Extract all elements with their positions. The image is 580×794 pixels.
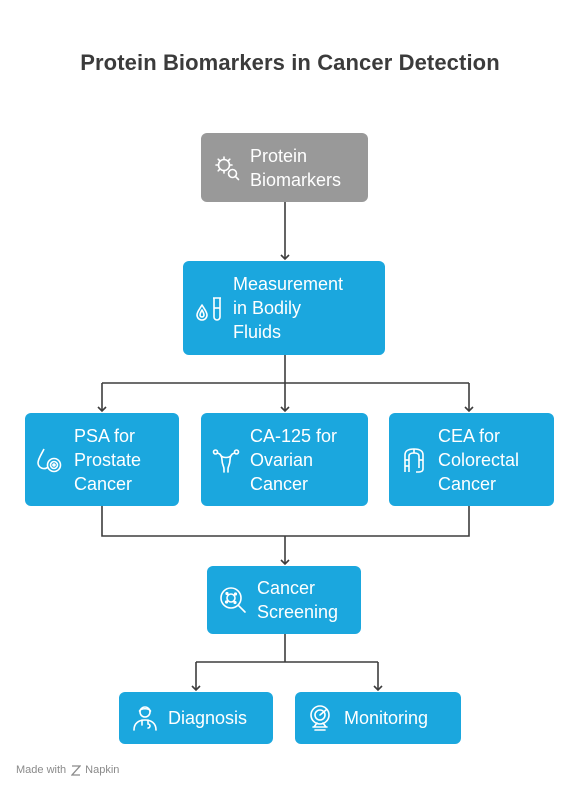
node-label: Protein Biomarkers — [250, 145, 342, 190]
node-monitoring: Monitoring — [295, 692, 461, 744]
colon-icon — [399, 445, 429, 475]
cell-magnifier-icon — [218, 585, 248, 615]
line-merge — [101, 506, 470, 537]
node-label: PSA for Prostate Cancer — [74, 425, 142, 494]
node-label: Monitoring — [344, 708, 429, 728]
node-label: CA-125 for Ovarian Cancer — [250, 425, 338, 494]
node-ca125-ovarian-cancer: CA-125 for Ovarian Cancer — [201, 413, 368, 506]
node-label: Cancer Screening — [257, 578, 339, 622]
node-label: CEA for Colorectal Cancer — [438, 425, 520, 494]
node-diagnosis: Diagnosis — [119, 692, 273, 744]
virus-magnifier-icon — [213, 154, 241, 182]
node-label: Diagnosis — [168, 708, 248, 728]
node-measurement-in-bodily-fluids: Measurement in Bodily Fluids — [183, 261, 385, 355]
node-psa-prostate-cancer: PSA for Prostate Cancer — [25, 413, 179, 506]
node-protein-biomarkers: Protein Biomarkers — [201, 133, 368, 202]
napkin-logo-icon — [71, 764, 82, 776]
node-label: Measurement in Bodily Fluids — [233, 274, 344, 342]
footer-watermark: Made with Napkin — [16, 764, 119, 776]
fluid-drops-test-tube-icon — [195, 293, 225, 323]
node-cancer-screening: Cancer Screening — [207, 566, 361, 634]
node-cea-colorectal-cancer: CEA for Colorectal Cancer — [389, 413, 554, 506]
uterus-icon — [211, 445, 241, 475]
radar-monitor-icon — [306, 703, 336, 733]
napkin-brand-text: Napkin — [85, 764, 120, 776]
diagram-title: Protein Biomarkers in Cancer Detection — [80, 50, 500, 75]
made-with-text: Made with — [16, 764, 67, 776]
prostate-icon — [35, 445, 65, 475]
doctor-icon — [131, 704, 159, 732]
